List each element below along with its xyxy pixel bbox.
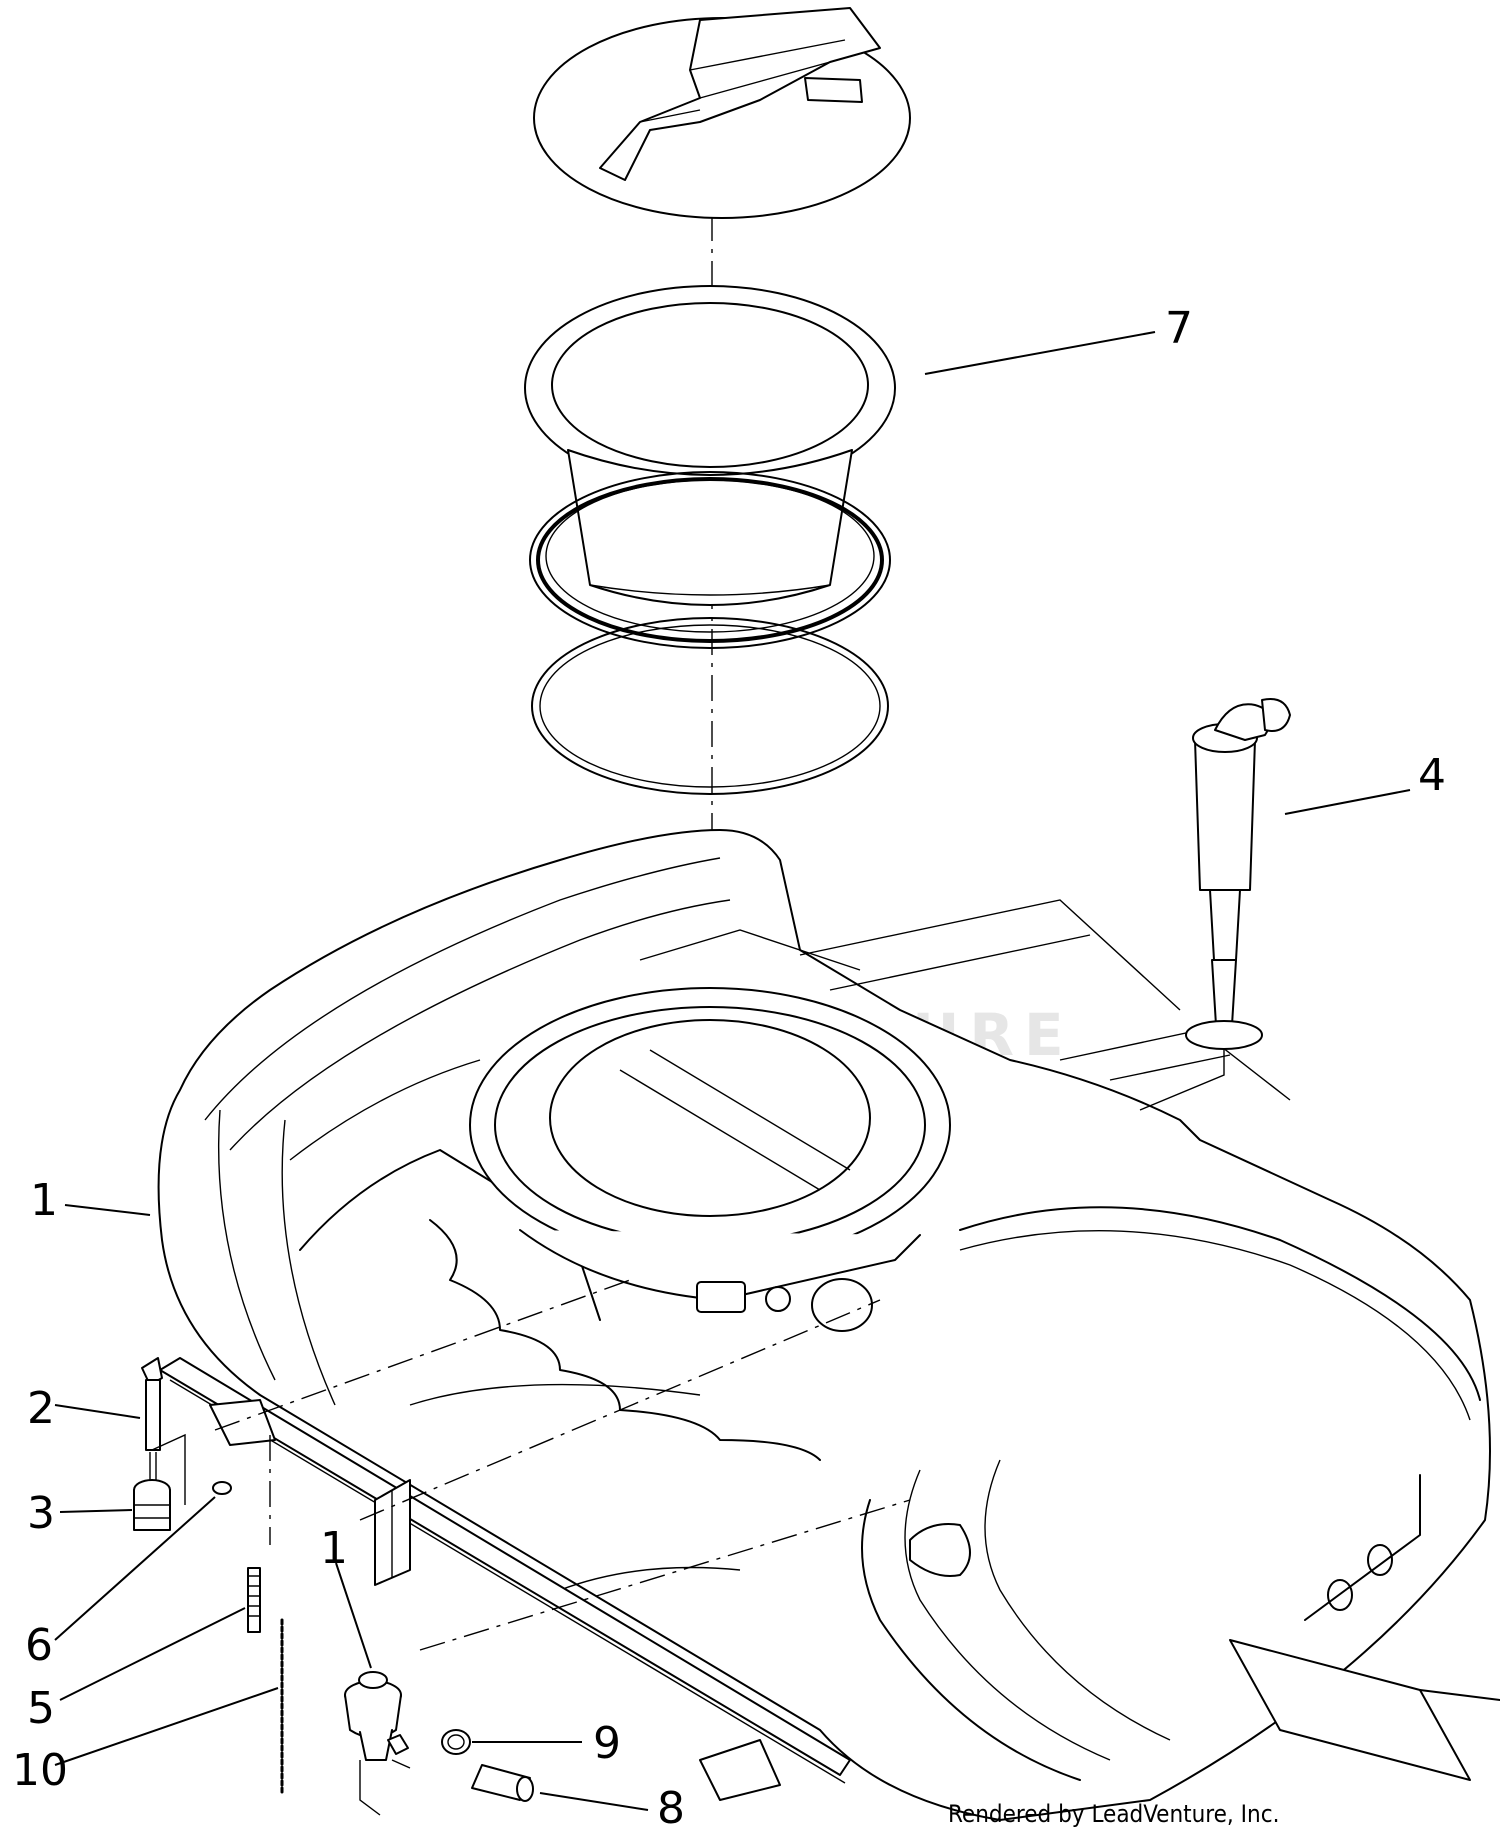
drain-valve bbox=[141, 1357, 163, 1480]
callout-8: 8 bbox=[657, 1783, 685, 1834]
callout-4: 4 bbox=[1418, 750, 1446, 801]
basket-gasket bbox=[529, 471, 891, 649]
filler-tube bbox=[1139, 698, 1291, 1111]
hose-clamp bbox=[441, 1729, 471, 1755]
callout-7: 7 bbox=[1165, 303, 1193, 354]
callout-9: 9 bbox=[593, 1718, 621, 1769]
callout-5: 5 bbox=[27, 1683, 55, 1734]
hose bbox=[471, 1764, 534, 1802]
tank-lid bbox=[533, 7, 911, 219]
callout-2: 2 bbox=[27, 1383, 55, 1434]
callout-6: 6 bbox=[25, 1620, 53, 1671]
washer bbox=[212, 1481, 232, 1495]
tank-body bbox=[157, 829, 1491, 1821]
mounting-frame bbox=[159, 1279, 1500, 1801]
leader-lines bbox=[54, 331, 1411, 1811]
spring bbox=[247, 1567, 261, 1633]
callout-1: 1 bbox=[30, 1175, 58, 1226]
render-credit: Rendered by LeadVenture, Inc. bbox=[948, 1800, 1279, 1828]
callout-3: 3 bbox=[27, 1488, 55, 1539]
o-ring bbox=[531, 617, 889, 795]
bulkhead-fitting bbox=[133, 1433, 186, 1531]
callout-1-lower: 1 bbox=[320, 1523, 348, 1574]
strainer-basket bbox=[524, 285, 896, 606]
callout-10: 10 bbox=[12, 1745, 68, 1796]
tank-outlet-fitting bbox=[344, 1671, 409, 1761]
